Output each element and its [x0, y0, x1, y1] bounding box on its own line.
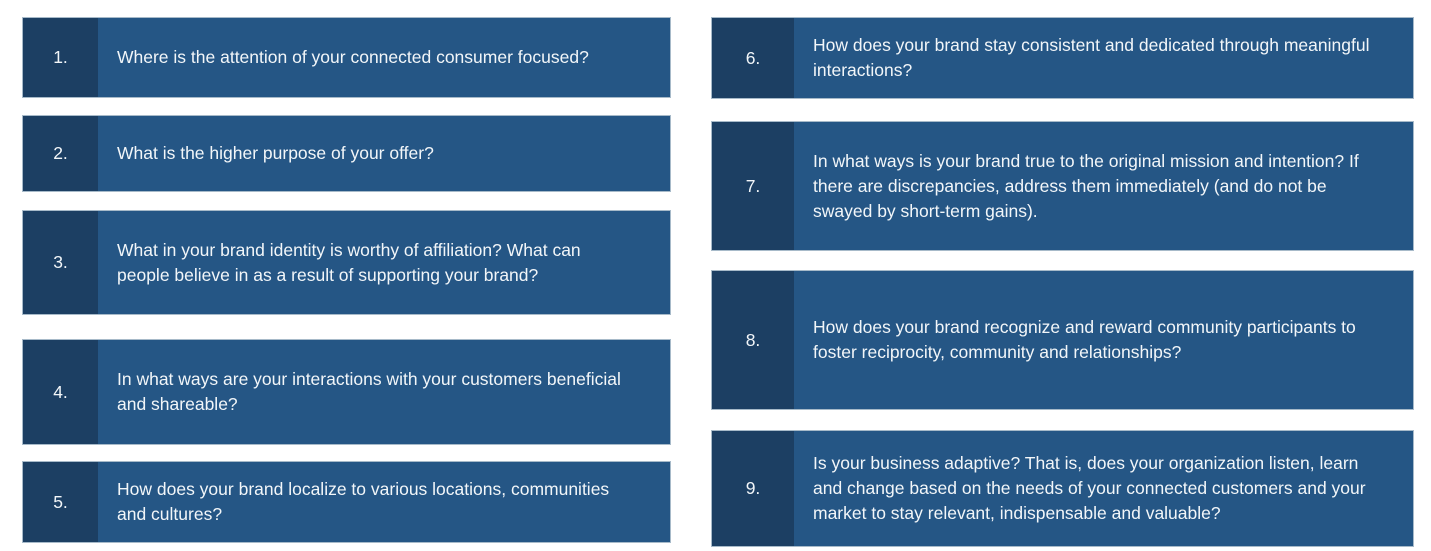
questions-column-right: 6. How does your brand stay consistent a… — [711, 17, 1414, 547]
question-card: 1. Where is the attention of your connec… — [22, 17, 671, 98]
question-number: 6. — [712, 18, 794, 98]
question-text: What in your brand identity is worthy of… — [117, 239, 581, 285]
question-card: 3. What in your brand identity is worthy… — [22, 210, 671, 315]
question-text-area: Where is the attention of your connected… — [98, 18, 670, 97]
question-card: 9. Is your business adaptive? That is, d… — [711, 430, 1414, 547]
question-number: 1. — [23, 18, 98, 97]
question-number: 2. — [23, 116, 98, 191]
question-number: 3. — [23, 211, 98, 314]
question-card: 4. In what ways are your interactions wi… — [22, 339, 671, 445]
question-number: 5. — [23, 462, 98, 542]
question-text: Is your business adaptive? That is, does… — [813, 453, 1366, 523]
question-text: In what ways is your brand true to the o… — [813, 150, 1359, 221]
question-card: 7. In what ways is your brand true to th… — [711, 121, 1414, 251]
question-number: 4. — [23, 340, 98, 444]
question-text: How does your brand stay consistent and … — [813, 35, 1370, 80]
question-text: How does your brand recognize and reward… — [813, 317, 1356, 362]
question-text: In what ways are your interactions with … — [117, 369, 621, 414]
question-text: How does your brand localize to various … — [117, 479, 610, 524]
question-number: 9. — [712, 431, 794, 546]
questions-column-left: 1. Where is the attention of your connec… — [22, 17, 671, 543]
question-card: 2. What is the higher purpose of your of… — [22, 115, 671, 192]
question-text-area: What in your brand identity is worthy of… — [98, 211, 670, 314]
question-card: 5. How does your brand localize to vario… — [22, 461, 671, 543]
question-text-area: In what ways are your interactions with … — [98, 340, 670, 444]
question-text: What is the higher purpose of your offer… — [117, 143, 434, 163]
question-number: 8. — [712, 271, 794, 409]
question-text-area: In what ways is your brand true to the o… — [794, 122, 1413, 250]
question-text-area: How does your brand stay consistent and … — [794, 18, 1413, 98]
question-text-area: How does your brand recognize and reward… — [794, 271, 1413, 409]
question-text-area: What is the higher purpose of your offer… — [98, 116, 670, 191]
question-number: 7. — [712, 122, 794, 250]
question-card: 8. How does your brand recognize and rew… — [711, 270, 1414, 410]
question-card: 6. How does your brand stay consistent a… — [711, 17, 1414, 99]
question-text-area: How does your brand localize to various … — [98, 462, 670, 542]
question-text: Where is the attention of your connected… — [117, 47, 589, 67]
question-text-area: Is your business adaptive? That is, does… — [794, 431, 1413, 546]
